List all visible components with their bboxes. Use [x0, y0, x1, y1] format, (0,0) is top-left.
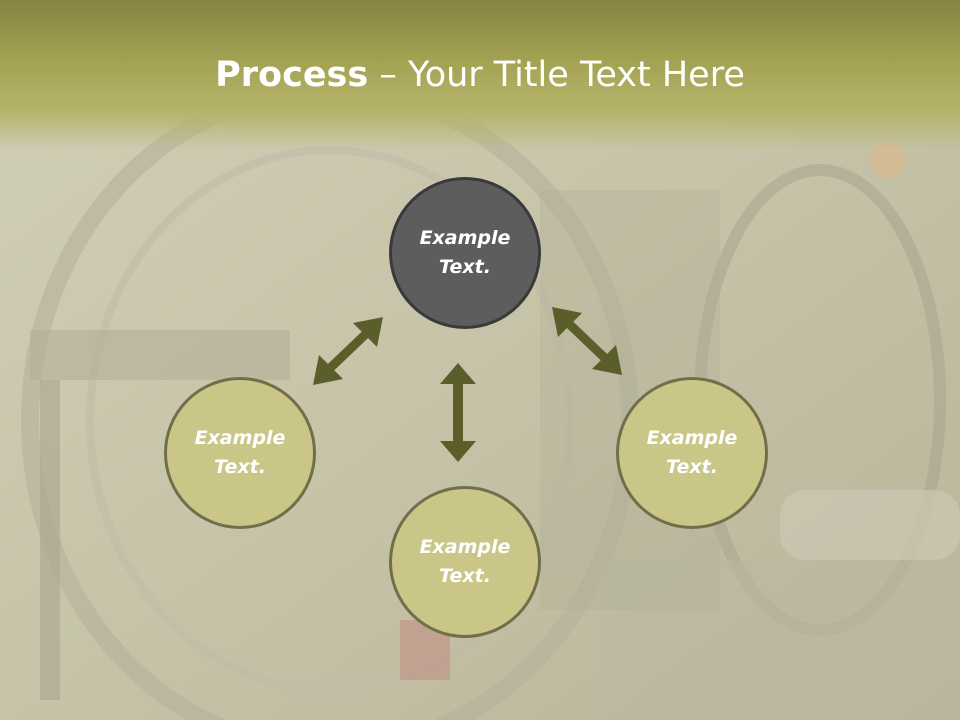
- arrow-top-right-icon: [552, 307, 622, 375]
- node-right: Example Text.: [616, 377, 768, 529]
- node-right-text: Example Text.: [646, 427, 738, 478]
- slide-title: Process – Your Title Text Here: [0, 52, 960, 98]
- title-rest: – Your Title Text Here: [368, 55, 745, 95]
- node-left: Example Text.: [164, 377, 316, 529]
- node-top: Example Text.: [389, 177, 541, 329]
- title-strong: Process: [215, 55, 369, 95]
- node-top-text: Example Text.: [419, 227, 511, 278]
- node-bottom: Example Text.: [389, 486, 541, 638]
- arrow-top-left-icon: [313, 317, 383, 385]
- node-left-text: Example Text.: [194, 427, 286, 478]
- node-bottom-text: Example Text.: [419, 536, 511, 587]
- arrow-vertical-icon: [440, 363, 476, 462]
- title-band: [0, 0, 960, 150]
